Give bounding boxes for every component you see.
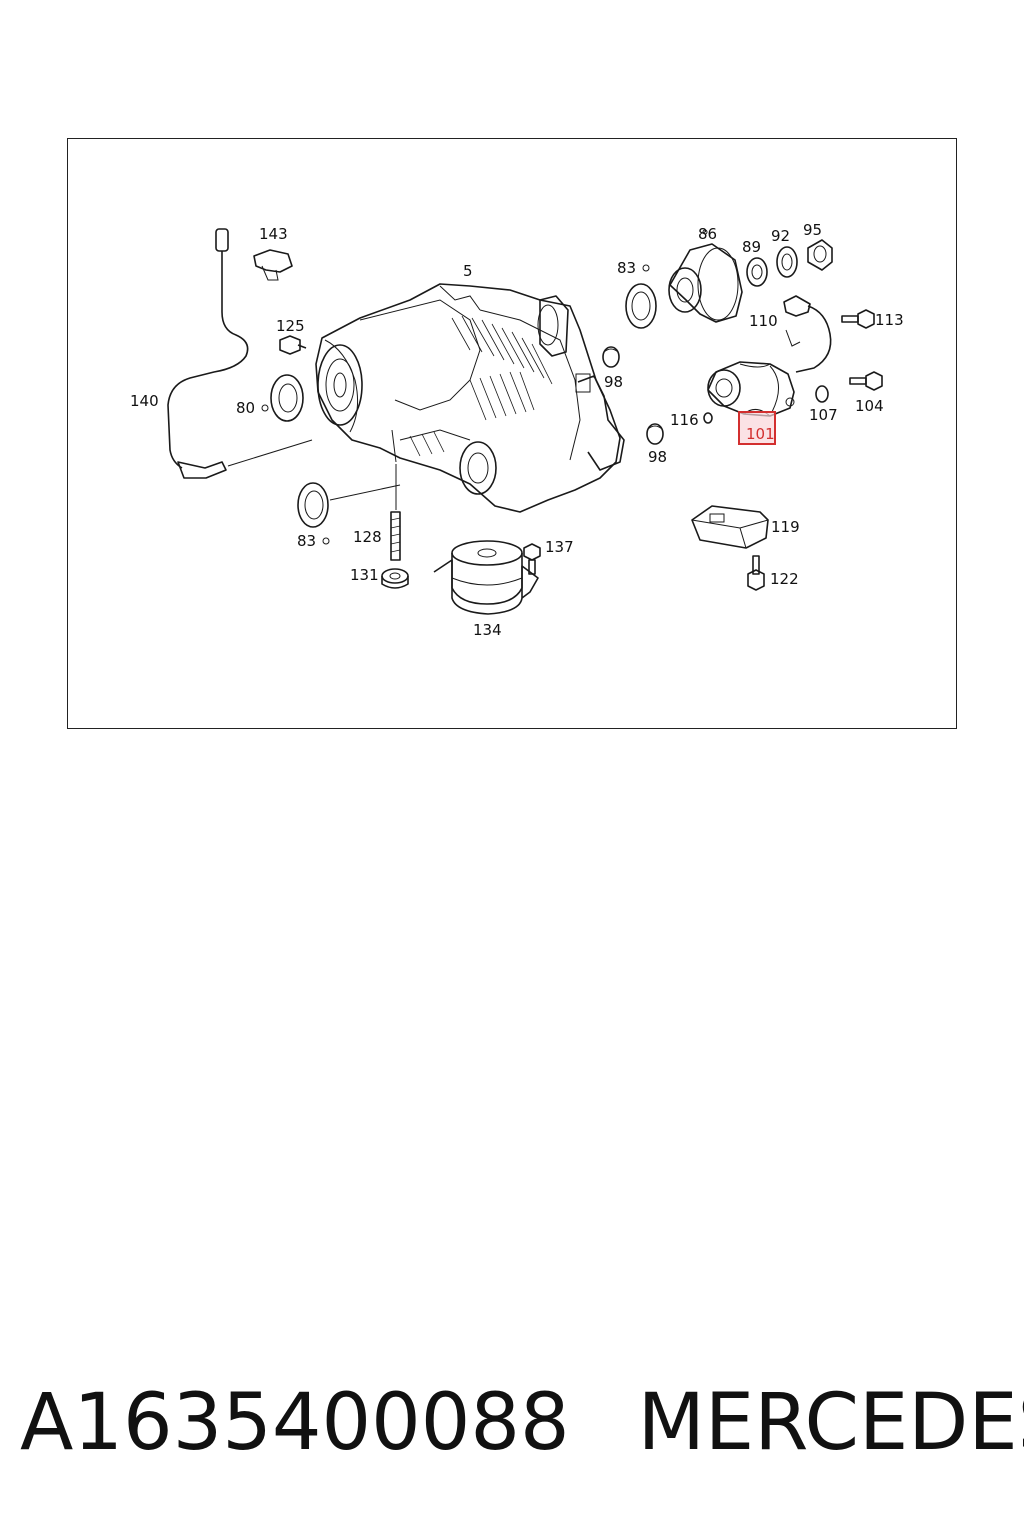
caption-bar: A1635400088 MERCEDES <box>20 1368 1024 1478</box>
callout-125: 125 <box>276 317 305 335</box>
part-98-plug-upper <box>602 346 620 368</box>
callout-122: 122 <box>770 570 799 588</box>
part-128-stud <box>390 464 401 561</box>
callout-104: 104 <box>855 397 884 415</box>
part-83-seal-upper <box>625 283 657 329</box>
callout-83-lower: 83 <box>297 532 316 550</box>
part-107-washer <box>815 385 829 403</box>
part-101-actuator <box>707 361 795 417</box>
callout-98-lower: 98 <box>648 448 667 466</box>
part-140-cable <box>167 228 313 479</box>
callout-107: 107 <box>809 406 838 424</box>
part-5-transfer-case <box>315 283 625 513</box>
callout-5: 5 <box>463 262 473 280</box>
part-95-nut <box>807 239 833 271</box>
part-104-bolt <box>849 371 883 391</box>
part-98-plug-lower <box>646 423 664 445</box>
part-89-washer <box>746 257 768 287</box>
marker-icons <box>261 264 650 545</box>
callout-116: 116 <box>670 411 699 429</box>
callout-128: 128 <box>353 528 382 546</box>
callout-119: 119 <box>771 518 800 536</box>
callout-137: 137 <box>545 538 574 556</box>
callout-89: 89 <box>742 238 761 256</box>
callout-92: 92 <box>771 227 790 245</box>
part-119-module <box>691 505 769 549</box>
callout-140: 140 <box>130 392 159 410</box>
part-113-bolt <box>841 309 875 329</box>
part-86-flange <box>668 229 743 323</box>
callout-131: 131 <box>350 566 379 584</box>
callout-83-upper: 83 <box>617 259 636 277</box>
callout-80: 80 <box>236 399 255 417</box>
callout-113: 113 <box>875 311 904 329</box>
callout-86: 86 <box>698 225 717 243</box>
part-125-bolt <box>279 335 307 355</box>
part-137-bolt <box>523 543 541 575</box>
diagram-frame <box>67 138 957 729</box>
exploded-parts-diagram: 5 143 125 140 80 83 83 86 89 92 95 98 98… <box>130 221 904 639</box>
part-83-seal-lower <box>297 482 401 528</box>
callout-110: 110 <box>749 312 778 330</box>
part-131-nut <box>381 568 409 589</box>
highlight-box-101 <box>738 411 776 445</box>
brand-name: MERCEDES <box>637 1378 1024 1468</box>
callout-101: 101 <box>746 425 775 443</box>
callout-98-upper: 98 <box>604 373 623 391</box>
part-122-bolt <box>747 555 765 591</box>
part-80-seal <box>270 374 304 422</box>
part-116-ring <box>703 412 713 424</box>
part-110-sensor <box>783 295 832 373</box>
part-134-mount <box>433 540 539 615</box>
part-92-washer <box>776 246 798 278</box>
part-143-clip <box>253 249 293 281</box>
callout-95: 95 <box>803 221 822 239</box>
callout-134: 134 <box>473 621 502 639</box>
callout-143: 143 <box>259 225 288 243</box>
part-number: A1635400088 <box>20 1378 570 1468</box>
